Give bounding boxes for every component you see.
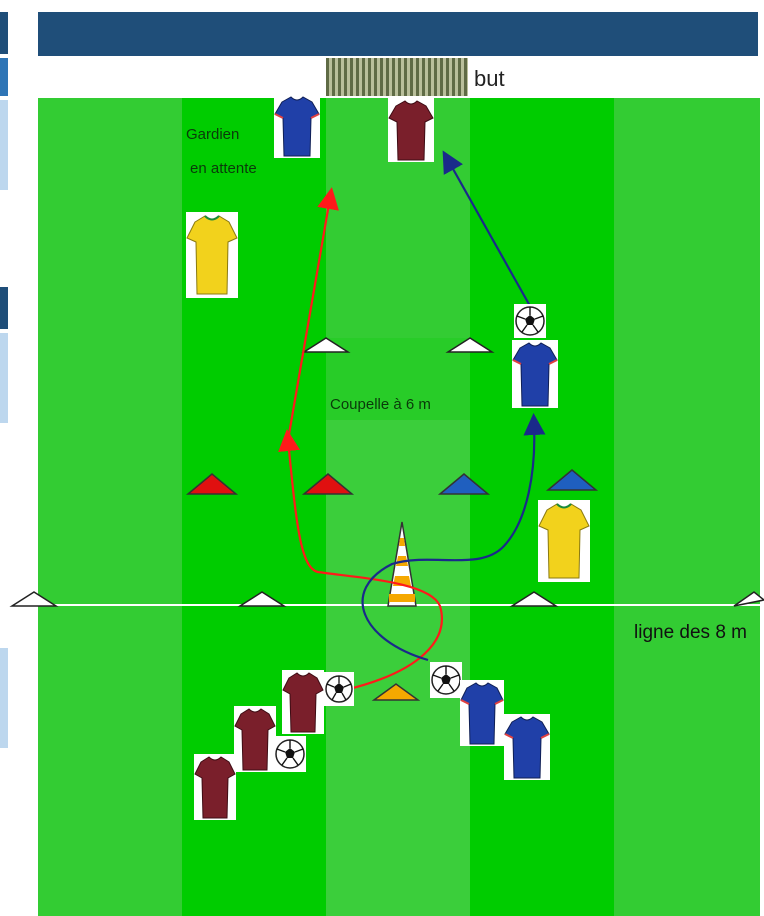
ball-red-2-icon (274, 736, 306, 772)
cone-white-8m-2 (240, 592, 284, 606)
cone-blue-left (440, 474, 488, 494)
blue-path (363, 424, 535, 660)
jersey-red-player-2-icon (234, 706, 276, 772)
cone-blue-right (548, 470, 596, 490)
jersey-red-player-3-icon (194, 754, 236, 820)
cone-white-6m-left (304, 338, 348, 352)
cone-red-right (304, 474, 352, 494)
cone-red-left (188, 474, 236, 494)
red-path-upper (288, 198, 330, 440)
jersey-blue-player-1-icon (460, 680, 504, 746)
jersey-blue-striker-icon (512, 340, 558, 408)
ball-blue-1-icon (430, 662, 462, 698)
jersey-red-goalkeeper-icon (388, 98, 434, 162)
jersey-blue-goalkeeper-icon (274, 94, 320, 158)
red-path (288, 440, 442, 690)
cone-white-8m-4 (734, 592, 764, 606)
cone-white-8m-3 (512, 592, 556, 606)
cone-white-6m-right (448, 338, 492, 352)
ball-red-1-icon (324, 672, 354, 706)
jersey-blue-player-2-icon (504, 714, 550, 780)
cone-white-8m-1 (12, 592, 56, 606)
blue-path-upper (448, 160, 530, 306)
jersey-yellow-waiting-icon (186, 212, 238, 298)
ball-striker-icon (514, 304, 546, 338)
jersey-red-player-1-icon (282, 670, 324, 734)
jersey-yellow-defender-icon (538, 500, 590, 582)
cone-orange (374, 684, 418, 700)
